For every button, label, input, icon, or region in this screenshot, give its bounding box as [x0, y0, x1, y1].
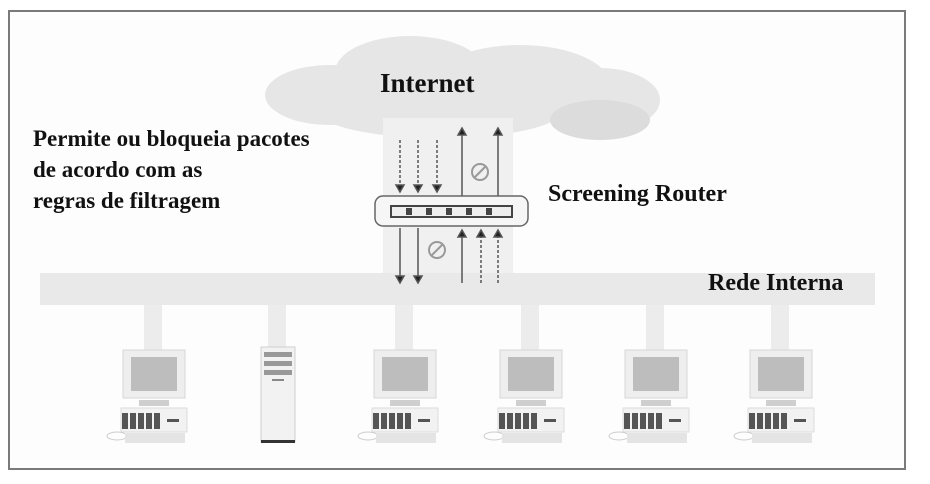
arrow-up-icon — [456, 228, 468, 283]
arrow-up-icon — [456, 126, 468, 196]
description-line: Permite ou bloqueia pacotes — [33, 126, 310, 151]
blocked-icon — [428, 241, 446, 259]
description-line: regras de filtragem — [33, 188, 221, 213]
filter-description: Permite ou bloqueia pacotes de acordo co… — [33, 123, 413, 216]
arrow-up-icon — [492, 228, 504, 283]
server-icon — [260, 305, 296, 443]
network-label: Rede Interna — [708, 270, 844, 296]
workstation-icon — [357, 305, 439, 443]
description-line: de acordo com as — [33, 157, 203, 182]
arrow-down-icon — [412, 228, 424, 285]
router-label: Screening Router — [548, 181, 727, 207]
lan-bus — [40, 273, 875, 305]
internet-label: Internet — [380, 68, 475, 98]
blocked-icon — [471, 163, 489, 181]
arrow-down-icon — [412, 140, 424, 194]
arrow-down-icon — [394, 228, 406, 285]
arrow-up-icon — [492, 126, 504, 196]
workstation-icon — [608, 305, 690, 443]
workstation-icon — [483, 305, 565, 443]
arrow-down-icon — [394, 140, 406, 194]
workstation-icon — [106, 305, 188, 443]
workstation-icon — [733, 305, 815, 443]
screening-router — [374, 195, 529, 227]
arrow-up-icon — [475, 228, 487, 283]
arrow-down-icon — [431, 140, 443, 194]
